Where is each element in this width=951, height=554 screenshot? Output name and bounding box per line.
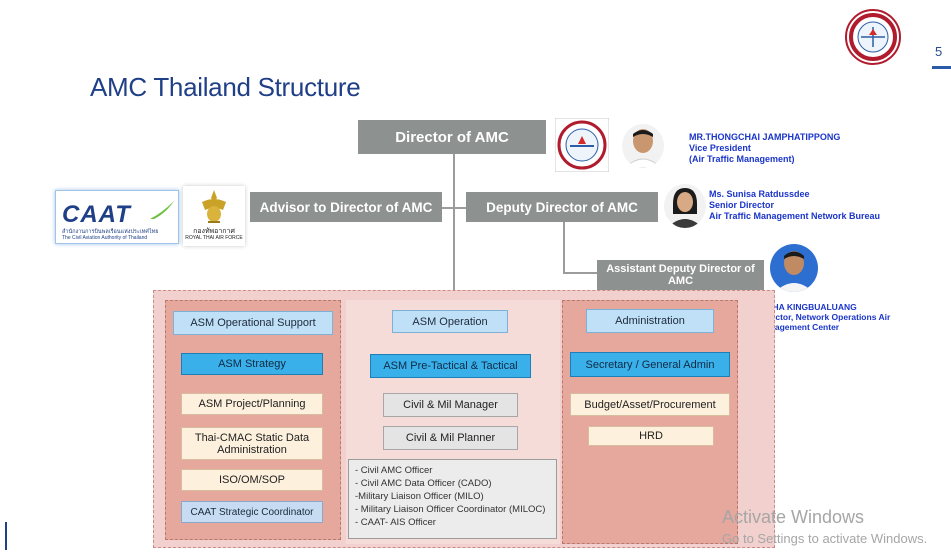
caat-strategic-coordinator-box: CAAT Strategic Coordinator xyxy=(181,501,323,523)
asm-pre-tactical-box: ASM Pre-Tactical & Tactical xyxy=(370,354,531,378)
connector-deputy-assistant-v xyxy=(563,222,565,273)
secretary-general-admin-box: Secretary / General Admin xyxy=(570,352,730,377)
person-dept: (Air Traffic Management) xyxy=(689,154,795,164)
civil-mil-manager-box: Civil & Mil Manager xyxy=(383,393,518,417)
caat-english-name: The Civil Aviation Authority of Thailand xyxy=(62,235,148,241)
connector-director-down xyxy=(453,153,455,293)
activate-windows-settings-link[interactable]: Go to Settings to activate Windows. xyxy=(722,531,928,546)
officer-item: - CAAT- AIS Officer xyxy=(355,517,436,528)
asm-operation-box: ASM Operation xyxy=(392,310,508,333)
person-dept: Traffic Management Center xyxy=(730,322,840,332)
connector-advisor-deputy xyxy=(442,207,466,209)
thai-cmac-static-data-box: Thai-CMAC Static Data Administration xyxy=(181,427,323,460)
person-name: MR. BANCHA KINGBUALUANG xyxy=(730,302,857,312)
person-role: Vice President xyxy=(689,143,751,153)
activate-windows-watermark: Activate Windows xyxy=(722,507,865,527)
page-number-bar xyxy=(932,66,951,69)
administration-box: Administration xyxy=(586,309,714,333)
person-photo-thongchai xyxy=(622,124,664,168)
right-column xyxy=(562,300,738,544)
person-dept: Air Traffic Management Network Bureau xyxy=(709,211,881,221)
person-name: MR.THONGCHAI JAMPHATIPPONG xyxy=(689,132,841,142)
person-role: Senior Director xyxy=(709,200,775,210)
asm-operational-support-box: ASM Operational Support xyxy=(173,311,333,335)
person-name: Ms. Sunisa Ratdussdee xyxy=(709,189,810,199)
slide-title: AMC Thailand Structure xyxy=(90,72,361,102)
slide-left-accent xyxy=(5,522,7,550)
rtaf-emblem-icon xyxy=(202,190,226,223)
connector-deputy-assistant-h xyxy=(563,272,599,274)
civil-mil-planner-box: Civil & Mil Planner xyxy=(383,426,518,450)
person-photo-bancha xyxy=(770,244,818,292)
person-role: Acting Director, Network Operations Air xyxy=(730,312,891,322)
person-info-thongchai: MR.THONGCHAI JAMPHATIPPONG Vice Presiden… xyxy=(689,132,889,165)
officer-list-box: - Civil AMC Officer - Civil AMC Data Off… xyxy=(348,459,557,539)
caat-swoosh-icon xyxy=(150,201,174,219)
caat-logo: CAAT สำนักงานการบินพลเรือนแห่งประเทศไทย … xyxy=(55,190,179,244)
person-info-bancha: MR. BANCHA KINGBUALUANG Acting Director,… xyxy=(730,302,945,332)
left-column xyxy=(165,300,341,540)
caat-logo-text: CAAT xyxy=(62,201,131,228)
caat-thai-name: สำนักงานการบินพลเรือนแห่งประเทศไทย xyxy=(62,229,159,235)
asm-project-planning-box: ASM Project/Planning xyxy=(181,393,323,415)
person-photo-sunisa xyxy=(664,184,706,228)
asm-strategy-box: ASM Strategy xyxy=(181,353,323,375)
rtaf-english-name: ROYAL THAI AIR FORCE xyxy=(185,235,243,241)
director-seal-logo xyxy=(554,117,610,173)
officer-item: - Military Liaison Officer Coordinator (… xyxy=(355,504,546,515)
rtaf-thai-name: กองทัพอากาศ xyxy=(193,228,235,235)
page-number: 5 xyxy=(935,44,943,59)
budget-asset-procurement-box: Budget/Asset/Procurement xyxy=(570,393,730,416)
officer-item: - Civil AMC Data Officer (CADO) xyxy=(355,478,492,489)
officer-item: -Military Liaison Officer (MILO) xyxy=(355,491,484,502)
officer-item: - Civil AMC Officer xyxy=(355,465,433,476)
rtaf-logo: กองทัพอากาศ ROYAL THAI AIR FORCE xyxy=(183,186,245,246)
deputy-box: Deputy Director of AMC xyxy=(466,192,658,222)
aerothai-seal-logo xyxy=(845,9,901,65)
assistant-box: Assistant Deputy Director of AMC xyxy=(597,260,764,290)
person-info-sunisa: Ms. Sunisa Ratdussdee Senior Director Ai… xyxy=(709,189,929,222)
iso-om-sop-box: ISO/OM/SOP xyxy=(181,469,323,491)
advisor-box: Advisor to Director of AMC xyxy=(250,192,442,222)
hrd-box: HRD xyxy=(588,426,714,446)
director-box: Director of AMC xyxy=(358,120,546,154)
